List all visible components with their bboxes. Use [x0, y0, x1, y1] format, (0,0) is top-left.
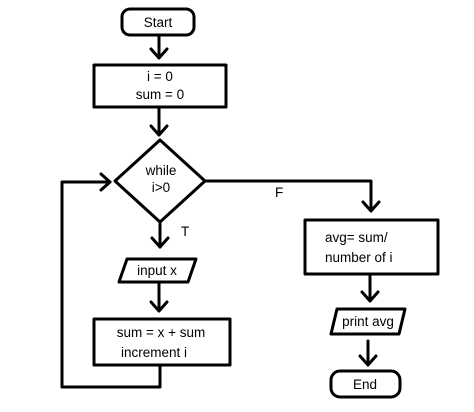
false-branch-label: F — [275, 185, 283, 200]
end-shape — [329, 369, 402, 399]
decision-line2: i>0 — [152, 180, 170, 195]
process-line2: increment i — [121, 345, 187, 360]
true-branch-label: T — [181, 224, 189, 239]
print-node: print avg — [329, 307, 407, 336]
avg-node: avg= sum/ number of i — [303, 218, 440, 276]
print-shape — [329, 307, 407, 336]
arrow-start-to-init — [149, 33, 169, 60]
arrow-input-to-process — [149, 281, 169, 313]
arrow-true-branch — [150, 220, 170, 249]
init-line2: sum = 0 — [136, 87, 184, 102]
avg-line2: number of i — [325, 250, 393, 265]
arrow-avg-to-print — [360, 272, 380, 303]
arrow-loop-back — [60, 172, 162, 389]
process-node: sum = x + sum increment i — [92, 317, 232, 367]
process-line1: sum = x + sum — [117, 325, 206, 340]
input-node: input x — [117, 257, 198, 284]
start-label: Start — [144, 15, 173, 30]
avg-line1: avg= sum/ — [325, 230, 388, 245]
input-shape — [117, 257, 198, 284]
decision-line1: while — [145, 163, 177, 178]
end-label: End — [353, 377, 377, 392]
decision-node: while i>0 — [113, 138, 207, 224]
arrow-false-branch — [203, 179, 381, 213]
init-node: i = 0 sum = 0 — [92, 63, 228, 109]
avg-shape — [303, 218, 440, 276]
print-label: print avg — [342, 314, 394, 329]
input-label: input x — [137, 263, 177, 278]
process-shape — [92, 317, 232, 367]
end-node: End — [329, 369, 402, 399]
init-line1: i = 0 — [147, 69, 173, 84]
arrow-init-to-decision — [149, 105, 169, 137]
init-shape — [92, 63, 228, 109]
start-node: Start — [120, 7, 196, 37]
arrow-print-to-end — [358, 339, 378, 367]
